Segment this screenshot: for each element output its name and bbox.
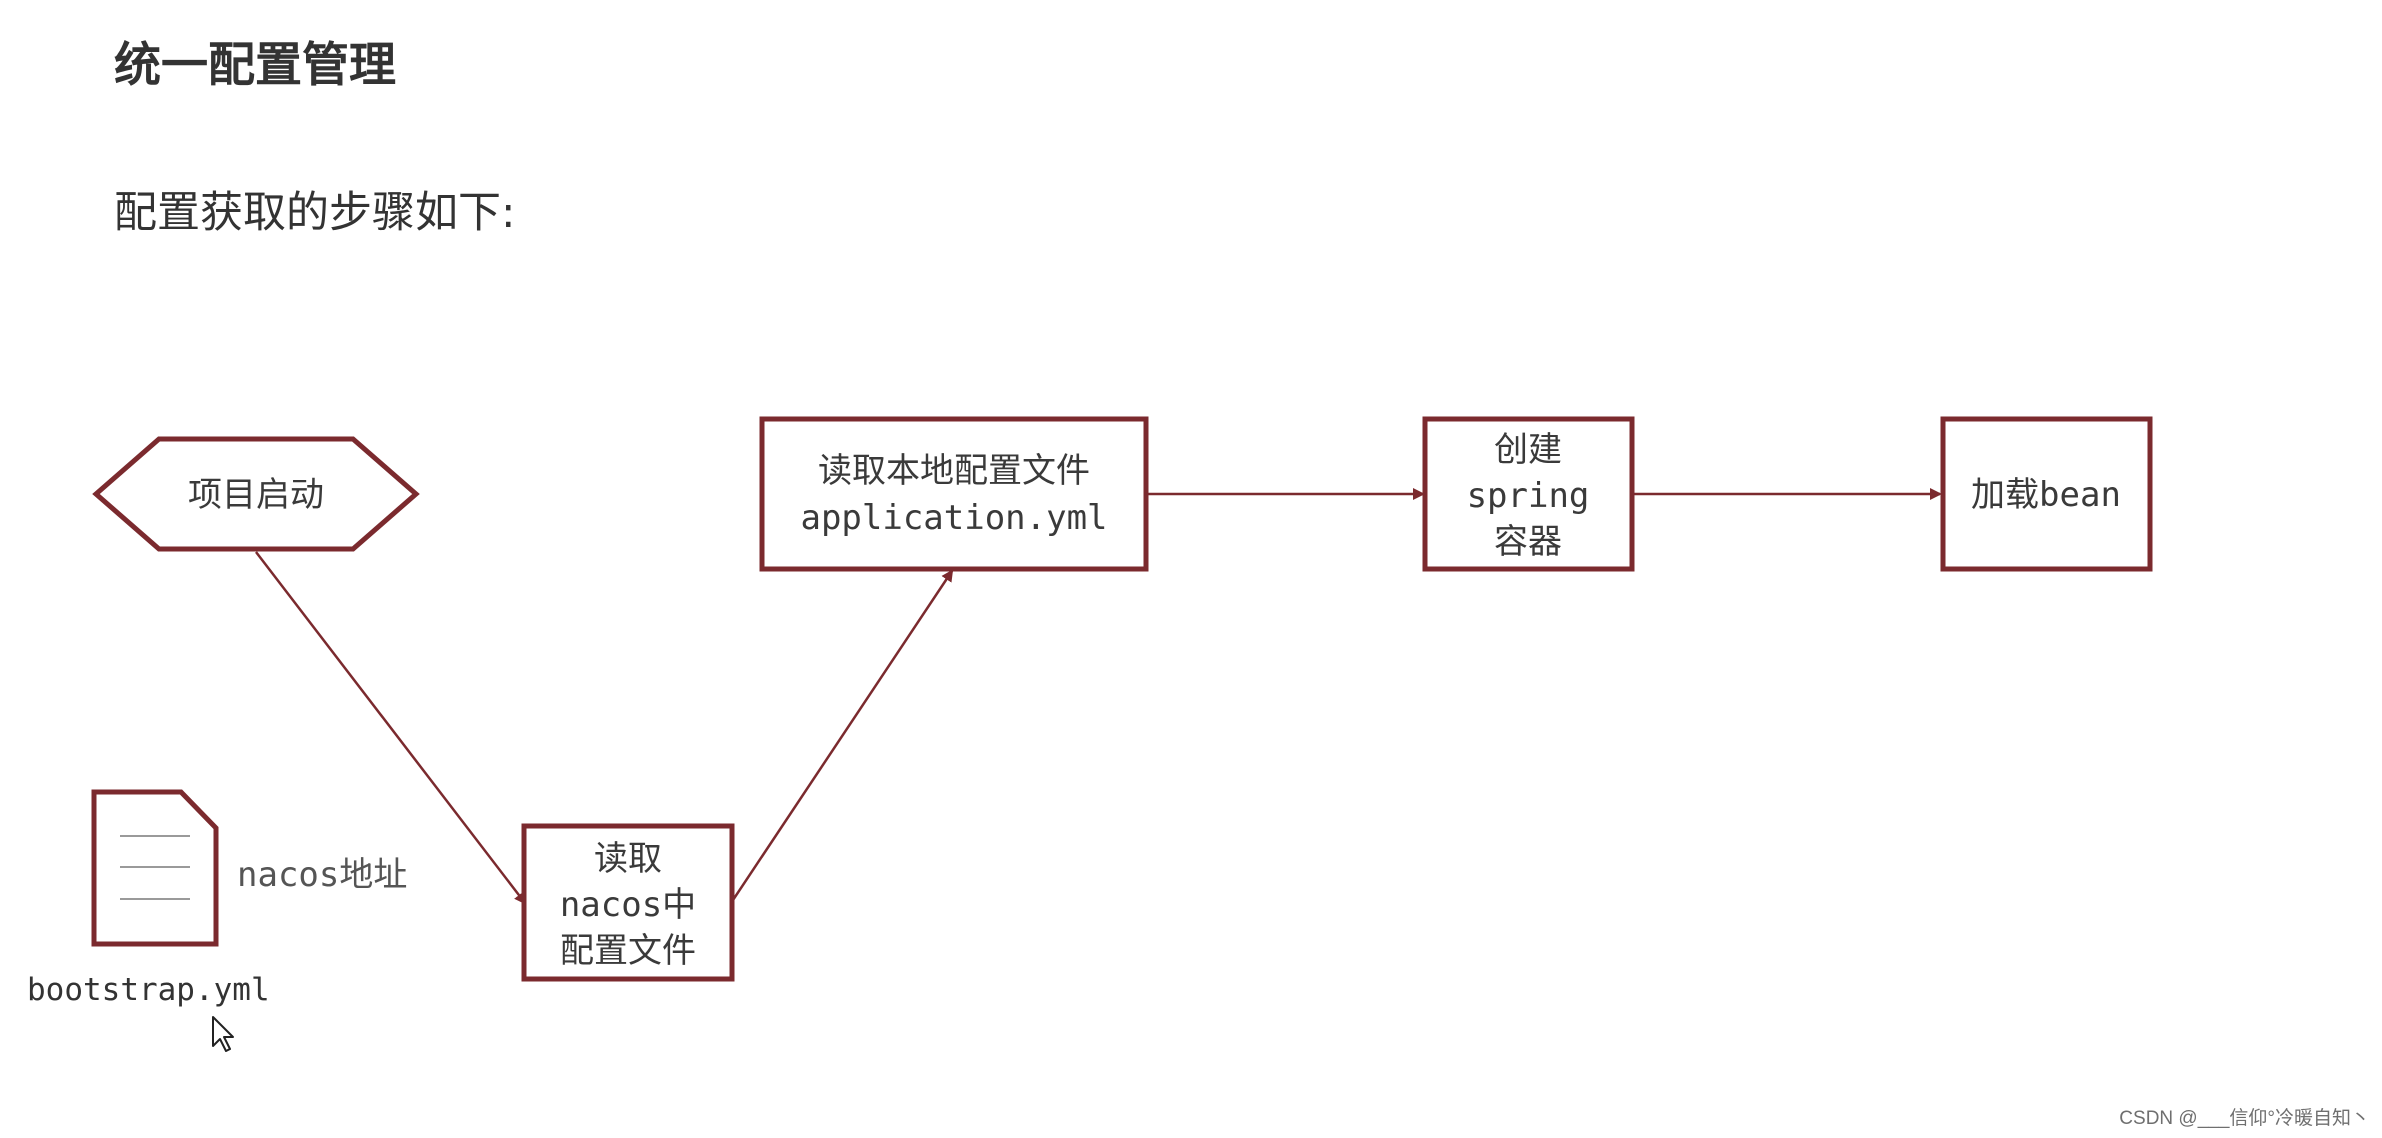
node-read-local-line-1: 读取本地配置文件 <box>818 451 1090 491</box>
document-icon <box>91 789 219 947</box>
file-name-label: bootstrap.yml <box>27 972 270 1008</box>
node-read-nacos: 读取 nacos中 配置文件 <box>521 823 735 982</box>
page-subtitle: 配置获取的步骤如下: <box>114 188 516 238</box>
node-read-nacos-line-1: 读取 <box>594 839 662 879</box>
file-content-label: nacos地址 <box>237 855 407 895</box>
mouse-cursor-icon <box>212 1016 234 1052</box>
node-read-local-line-2: application.yml <box>800 498 1107 538</box>
node-read-nacos-line-3: 配置文件 <box>560 931 696 971</box>
arrow-start-to-read-nacos <box>255 551 527 905</box>
node-start-label: 项目启动 <box>188 475 324 515</box>
node-read-local: 读取本地配置文件 application.yml <box>759 416 1149 572</box>
node-read-nacos-line-2: nacos中 <box>560 885 696 925</box>
node-start: 项目启动 <box>92 436 420 552</box>
node-create-container-line-2: spring <box>1467 476 1590 516</box>
node-load-bean: 加载bean <box>1940 416 2153 572</box>
arrow-read-nacos-to-read-local <box>731 569 954 901</box>
watermark: CSDN @___信仰°冷暖自知丶 <box>2119 1108 2370 1129</box>
node-create-container-line-1: 创建 <box>1494 430 1562 470</box>
node-load-bean-label: 加载bean <box>1971 475 2121 515</box>
page-title: 统一配置管理 <box>114 38 396 93</box>
node-create-container-line-3: 容器 <box>1494 522 1562 562</box>
node-create-container: 创建 spring 容器 <box>1422 416 1635 572</box>
